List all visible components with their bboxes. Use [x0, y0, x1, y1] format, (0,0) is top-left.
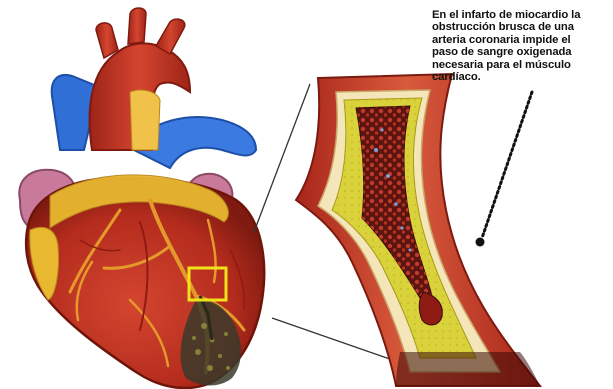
- pointer-dot: [476, 238, 485, 247]
- aortic-branch-2: [128, 8, 146, 44]
- annotation-text: En el infarto de miocardio la obstrucció…: [432, 9, 613, 83]
- aortic-branch-1: [96, 23, 118, 58]
- dotted-pointer: [482, 92, 532, 238]
- zoom-line-top: [254, 84, 310, 232]
- epicardial-fat-left: [30, 227, 59, 300]
- heart-illustration: [19, 8, 264, 388]
- aortic-branch-3: [156, 19, 185, 54]
- aortic-root-fat: [130, 90, 160, 150]
- artery-shadow: [396, 352, 540, 386]
